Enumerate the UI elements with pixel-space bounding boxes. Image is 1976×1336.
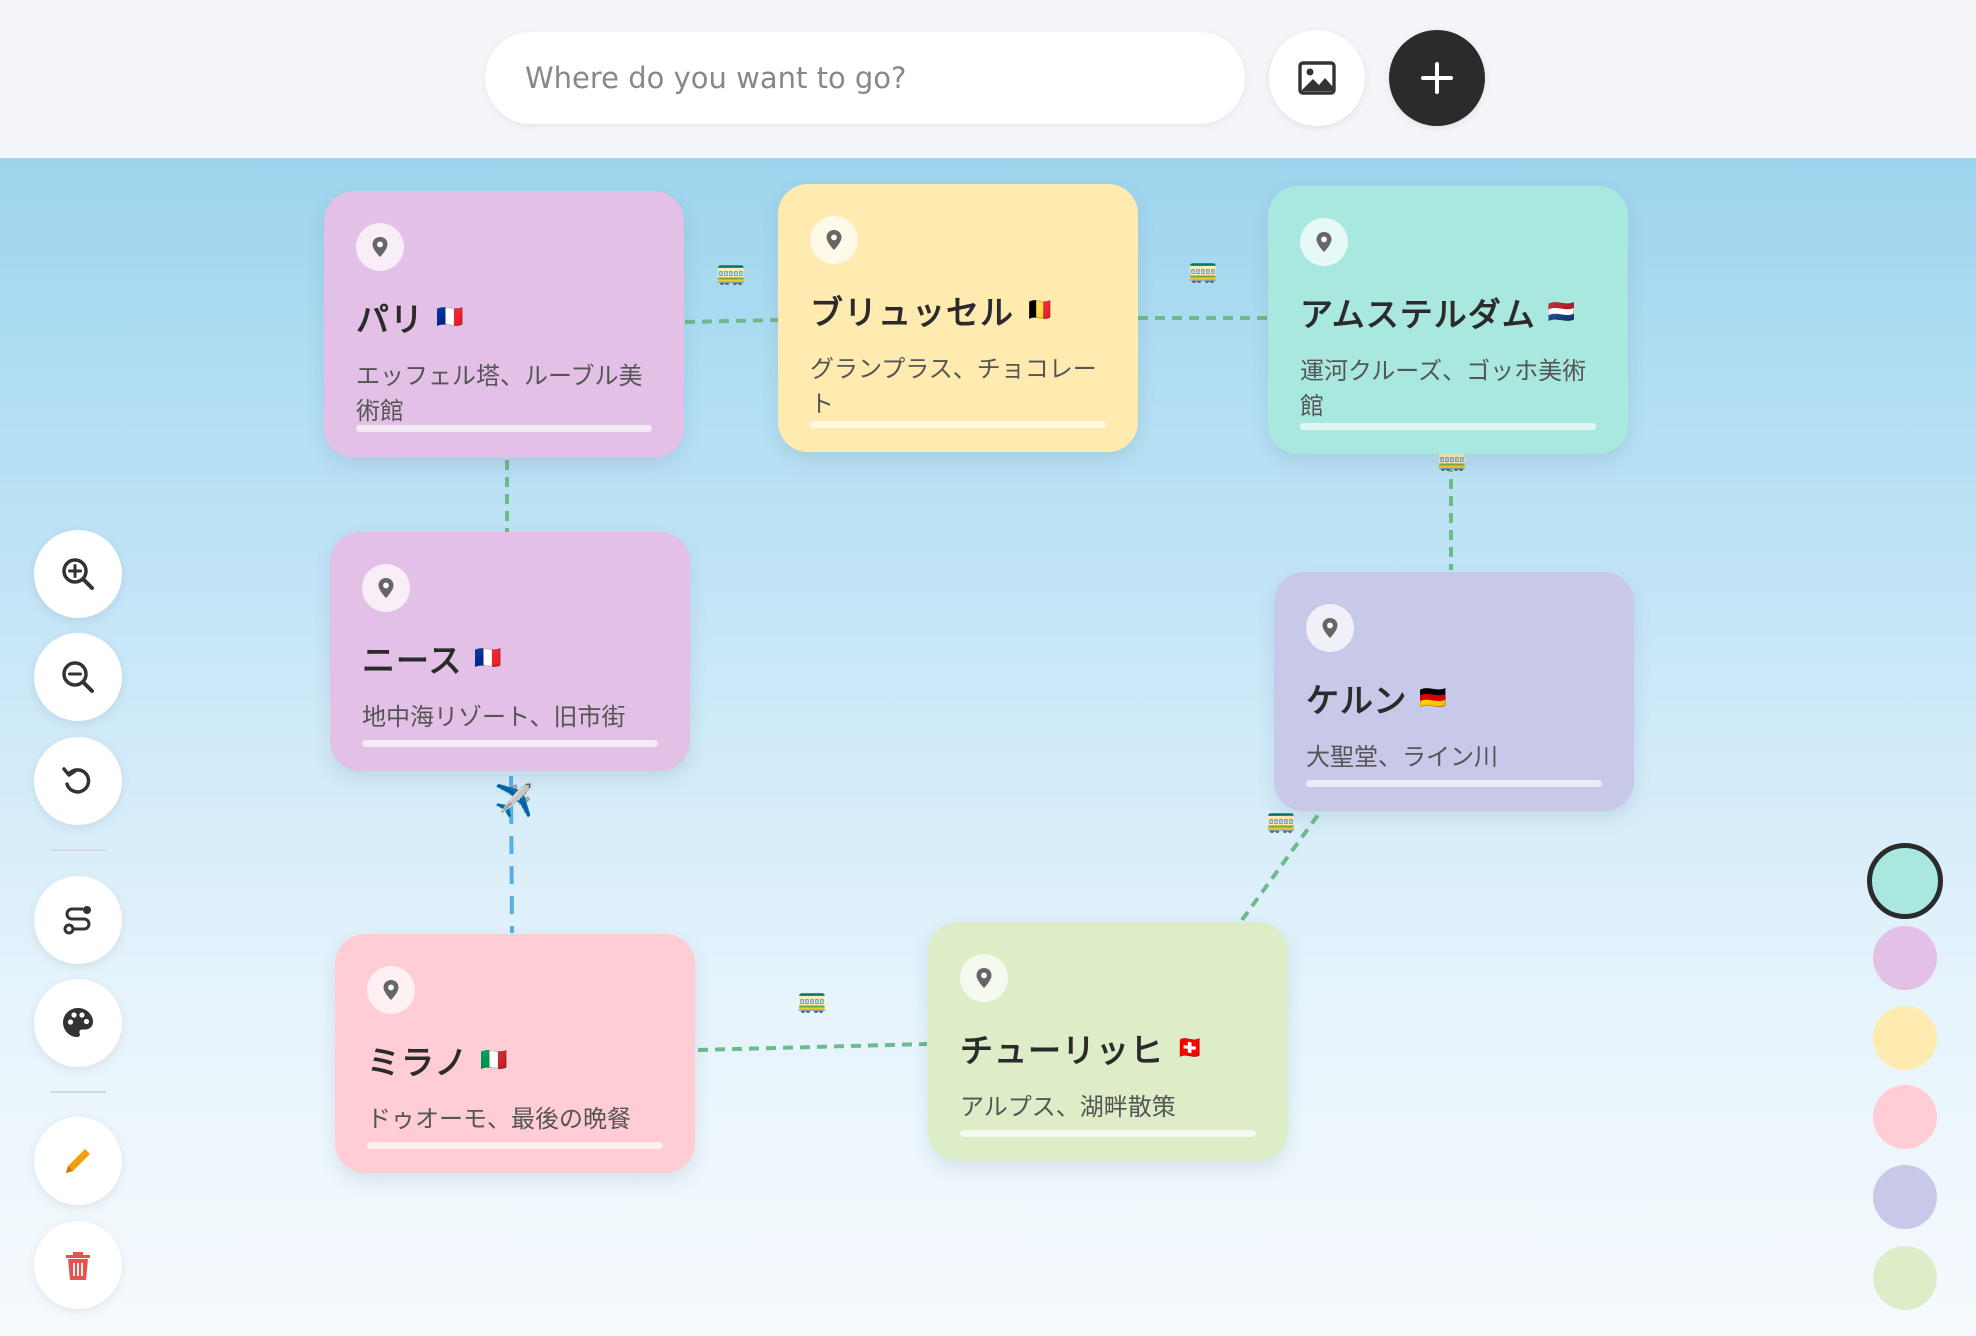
- color-swatch-lavender[interactable]: [1873, 926, 1937, 990]
- flag-switzerland-icon: 🇨🇭: [1176, 1035, 1204, 1061]
- search-input[interactable]: [485, 32, 1245, 124]
- top-bar: [0, 0, 1976, 159]
- color-swatch-yellow[interactable]: [1873, 1006, 1937, 1070]
- color-swatch-periwinkle[interactable]: [1873, 1165, 1937, 1229]
- card-description: 地中海リゾート、旧市街: [362, 703, 626, 731]
- add-destination-button[interactable]: [1389, 30, 1485, 126]
- card-progress-bar: [356, 425, 652, 432]
- toolbar-divider: [50, 849, 106, 851]
- destination-card-nice[interactable]: ニース 🇫🇷 地中海リゾート、旧市街: [330, 532, 690, 771]
- route-icon: [63, 906, 91, 935]
- reset-view-button[interactable]: [34, 737, 122, 825]
- pencil-icon: [66, 1149, 90, 1173]
- trash-icon: [66, 1252, 90, 1280]
- flag-belgium-icon: 🇧🇪: [1026, 297, 1054, 323]
- card-title: ブリュッセル: [810, 293, 1014, 332]
- image-icon: [1298, 61, 1336, 95]
- destination-card-cologne[interactable]: ケルン 🇩🇪 大聖堂、ライン川: [1274, 572, 1634, 811]
- location-pin-icon: [960, 954, 1008, 1002]
- destination-card-brussels[interactable]: ブリュッセル 🇧🇪 グランプラス、チョコレート: [778, 184, 1138, 452]
- delete-button[interactable]: [34, 1221, 122, 1309]
- card-progress-bar: [960, 1130, 1256, 1137]
- location-pin-icon: [367, 966, 415, 1014]
- flag-france-icon: 🇫🇷: [474, 645, 502, 671]
- location-pin-icon: [356, 223, 404, 271]
- location-pin-icon: [810, 216, 858, 264]
- destination-card-paris[interactable]: パリ 🇫🇷 エッフェル塔、ルーブル美術館: [324, 191, 684, 458]
- location-pin-icon: [362, 564, 410, 612]
- card-title: ケルン: [1306, 681, 1408, 720]
- tram-icon: 🚃: [1188, 256, 1218, 284]
- flag-netherlands-icon: 🇳🇱: [1547, 299, 1576, 325]
- flag-germany-icon: 🇩🇪: [1419, 685, 1447, 711]
- route-button[interactable]: [34, 876, 122, 964]
- add-image-button[interactable]: [1269, 30, 1365, 126]
- edit-button[interactable]: [34, 1117, 122, 1205]
- card-progress-bar: [1306, 780, 1602, 787]
- card-description: 大聖堂、ライン川: [1306, 743, 1498, 771]
- zoom-in-icon: [62, 558, 94, 590]
- tram-icon: 🚃: [716, 258, 746, 286]
- card-description: エッフェル塔、ルーブル美術館: [356, 362, 643, 425]
- card-title: ミラノ: [367, 1043, 469, 1082]
- flag-france-icon: 🇫🇷: [436, 304, 464, 330]
- card-progress-bar: [367, 1142, 663, 1149]
- color-swatch-mint[interactable]: [1867, 843, 1943, 919]
- card-title: ニース: [362, 641, 463, 680]
- card-description: アルプス、湖畔散策: [960, 1093, 1176, 1121]
- card-progress-bar: [362, 740, 658, 747]
- card-title: チューリッヒ: [960, 1031, 1164, 1070]
- card-title: アムステルダム: [1300, 295, 1536, 334]
- card-progress-bar: [810, 421, 1106, 428]
- tram-icon: 🚃: [797, 986, 827, 1014]
- color-swatch-pink[interactable]: [1873, 1085, 1937, 1149]
- card-description: ドゥオーモ、最後の晩餐: [367, 1105, 631, 1133]
- flag-italy-icon: 🇮🇹: [480, 1047, 508, 1073]
- destination-card-zurich[interactable]: チューリッヒ 🇨🇭 アルプス、湖畔散策: [928, 922, 1288, 1161]
- palette-button[interactable]: [34, 979, 122, 1067]
- location-pin-icon: [1306, 604, 1354, 652]
- destination-card-milan[interactable]: ミラノ 🇮🇹 ドゥオーモ、最後の晩餐: [335, 934, 695, 1173]
- zoom-out-button[interactable]: [34, 633, 122, 721]
- card-description: グランプラス、チョコレート: [810, 355, 1097, 418]
- toolbar-divider: [50, 1091, 106, 1093]
- card-description: 運河クルーズ、ゴッホ美術館: [1300, 357, 1587, 420]
- zoom-in-button[interactable]: [34, 530, 122, 618]
- location-pin-icon: [1300, 218, 1348, 266]
- card-progress-bar: [1300, 423, 1596, 430]
- plane-icon: ✈️: [494, 781, 534, 819]
- plus-icon: [1421, 62, 1453, 94]
- zoom-out-icon: [62, 661, 94, 693]
- destination-card-amsterdam[interactable]: アムステルダム 🇳🇱 運河クルーズ、ゴッホ美術館: [1268, 186, 1628, 454]
- card-title: パリ: [356, 300, 424, 339]
- color-swatch-green[interactable]: [1873, 1246, 1937, 1310]
- palette-icon: [63, 1008, 93, 1037]
- undo-icon: [62, 767, 91, 794]
- tram-icon: 🚃: [1266, 806, 1296, 834]
